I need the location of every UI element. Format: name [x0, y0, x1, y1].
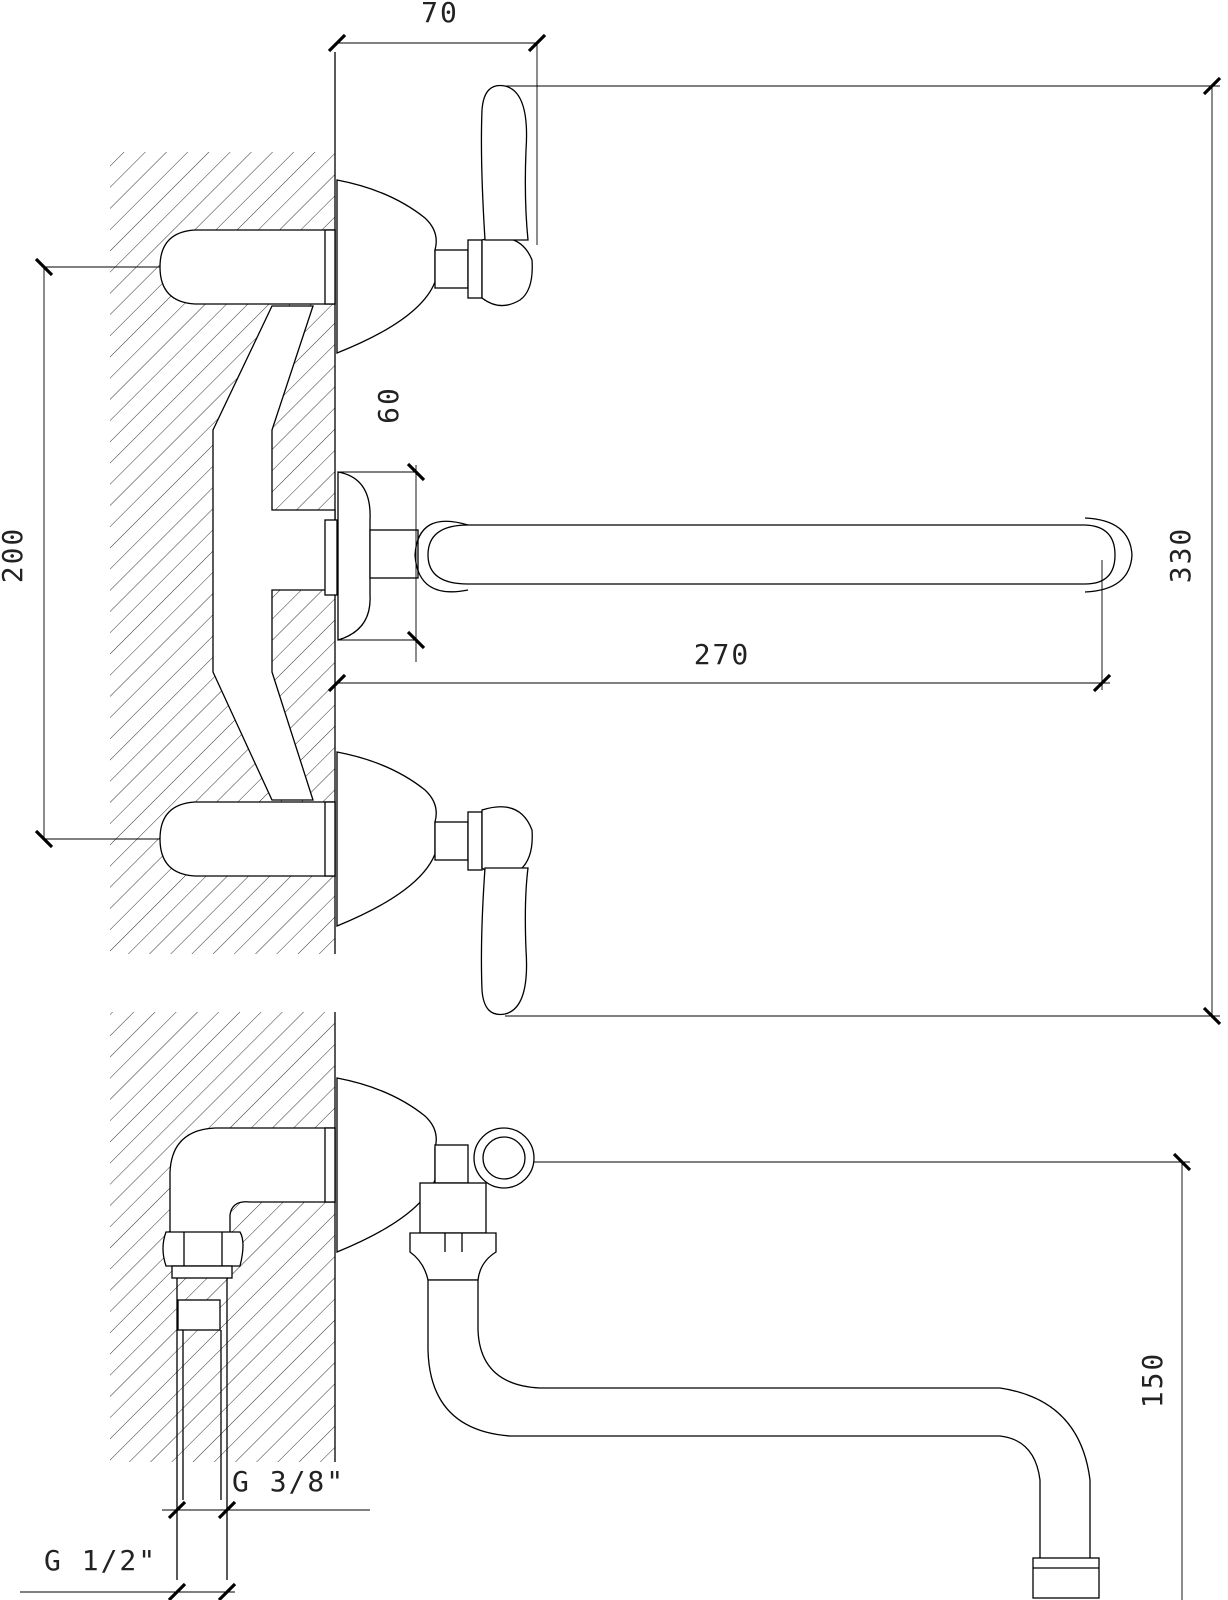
- dim-spout-height: 60: [372, 386, 405, 424]
- upper-valve-body: [336, 179, 437, 354]
- lower-valve-body: [336, 751, 437, 927]
- lower-handle[interactable]: [481, 806, 533, 877]
- hose-fitting: [177, 1299, 221, 1331]
- lower-lever-icon[interactable]: [480, 867, 529, 1016]
- side-view: 150 G 3/8" G 1/2": [20, 1012, 1192, 1600]
- dim-left-height: 200: [0, 527, 29, 584]
- side-valve-body: [336, 1077, 437, 1253]
- dim-spout-reach: 270: [694, 638, 751, 671]
- dim-spout-drop: 150: [1136, 1352, 1169, 1409]
- upper-lever-icon[interactable]: [480, 84, 529, 241]
- swivel-nut: [409, 1232, 497, 1281]
- upper-handle[interactable]: [481, 236, 533, 307]
- connector-nut: [162, 1231, 244, 1267]
- dim-total-height: 330: [1164, 527, 1197, 584]
- lower-inlet: [159, 801, 336, 877]
- spout-mount: [337, 471, 371, 641]
- thread-outer-label: G 1/2": [44, 1544, 157, 1577]
- spout-pipe: [427, 524, 1116, 585]
- front-view: 70 330 200 60 270: [0, 0, 1222, 1026]
- dim-top-width: 70: [421, 0, 459, 29]
- thread-inner-label: G 3/8": [232, 1465, 345, 1498]
- spout-aerator: [1032, 1557, 1100, 1599]
- side-spout: [427, 1279, 1091, 1561]
- upper-inlet: [159, 229, 336, 305]
